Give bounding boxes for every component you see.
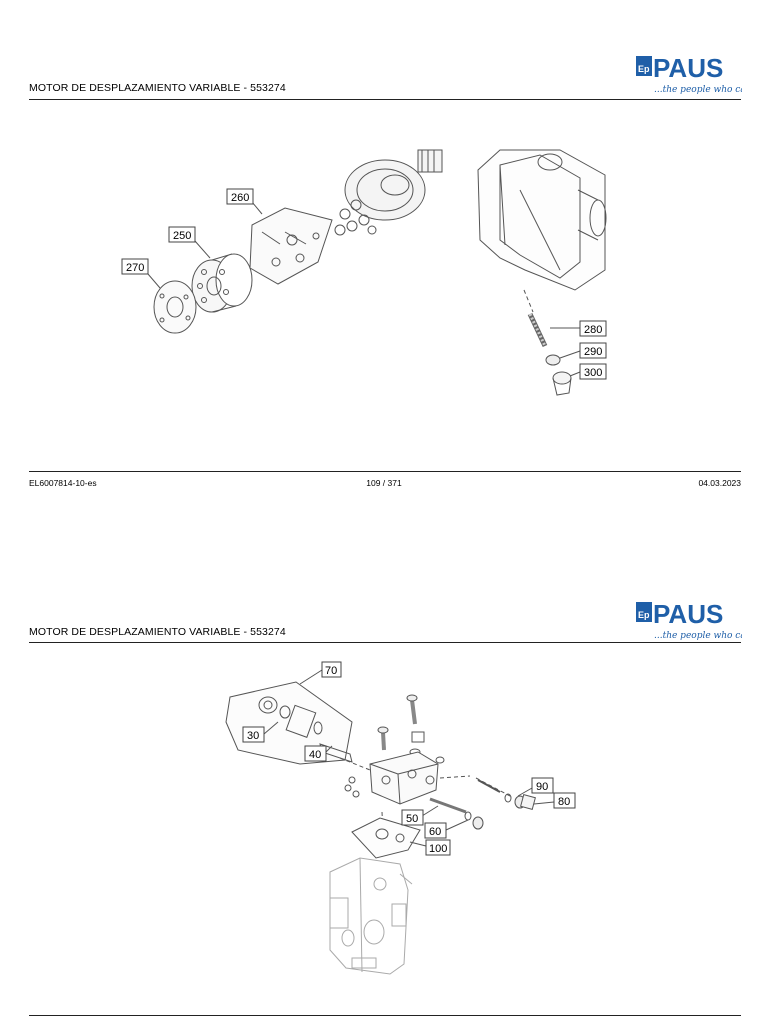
screw-280-drawing bbox=[527, 312, 548, 348]
callout-40: 40 bbox=[304, 745, 327, 762]
page-title: MOTOR DE DESPLAZAMIENTO VARIABLE - 55327… bbox=[29, 82, 286, 94]
logo-tagline: ...the people who care bbox=[654, 85, 742, 95]
svg-text:Ep: Ep bbox=[638, 64, 650, 74]
exploded-diagram-motor-parts: 260 250 270 280 290 300 bbox=[121, 149, 607, 396]
footer-divider bbox=[29, 471, 741, 472]
svg-text:290: 290 bbox=[584, 346, 602, 358]
logo-wordmark: PAUS bbox=[653, 53, 723, 83]
callout-290: 290 bbox=[579, 342, 607, 359]
valve-block-drawing bbox=[369, 751, 439, 805]
callout-90: 90 bbox=[531, 777, 554, 794]
page-number: 109 / 371 bbox=[366, 478, 402, 488]
cylinder-block-250-drawing bbox=[191, 253, 253, 313]
callout-50: 50 bbox=[401, 809, 424, 826]
logo-wordmark: PAUS bbox=[653, 599, 723, 629]
document-id: EL6007814-10-es bbox=[29, 478, 97, 488]
svg-text:70: 70 bbox=[325, 665, 337, 677]
callout-280: 280 bbox=[579, 320, 607, 337]
paus-logo: Ep PAUS ...the people who care bbox=[636, 599, 742, 641]
callout-260: 260 bbox=[226, 188, 254, 205]
svg-text:40: 40 bbox=[309, 749, 321, 761]
callout-270: 270 bbox=[121, 258, 149, 275]
callout-80: 80 bbox=[553, 792, 576, 809]
callout-300: 300 bbox=[579, 363, 607, 380]
valve-plate-260-drawing bbox=[249, 207, 333, 285]
page-title: MOTOR DE DESPLAZAMIENTO VARIABLE - 55327… bbox=[29, 626, 286, 638]
callout-60: 60 bbox=[424, 822, 447, 839]
callout-100: 100 bbox=[425, 839, 451, 856]
catalog-page-2: Ep PAUS ...the people who care MOTOR DE … bbox=[0, 512, 768, 1024]
callout-250: 250 bbox=[168, 226, 196, 243]
svg-text:90: 90 bbox=[536, 781, 548, 793]
catalog-page-1: Ep PAUS ...the people who care MOTOR DE … bbox=[29, 53, 742, 488]
nut-290-drawing bbox=[545, 354, 561, 366]
svg-text:50: 50 bbox=[406, 813, 418, 825]
logo-tagline: ...the people who care bbox=[654, 631, 742, 641]
header-divider bbox=[29, 99, 741, 100]
rotating-group-drawing bbox=[334, 149, 443, 236]
header-divider bbox=[29, 642, 741, 643]
exploded-diagram-control-valve: 70 30 40 90 80 50 60 100 bbox=[225, 661, 576, 975]
svg-text:270: 270 bbox=[126, 262, 144, 274]
callout-30: 30 bbox=[242, 726, 265, 743]
svg-text:60: 60 bbox=[429, 826, 441, 838]
svg-text:Ep: Ep bbox=[638, 610, 650, 620]
port-plate-270-drawing bbox=[153, 280, 197, 334]
cap-300-drawing bbox=[552, 371, 572, 396]
pump-housing-drawing bbox=[329, 857, 413, 975]
footer-divider bbox=[29, 1015, 741, 1016]
svg-text:250: 250 bbox=[173, 230, 191, 242]
svg-text:300: 300 bbox=[584, 367, 602, 379]
motor-housing-drawing bbox=[477, 149, 607, 291]
svg-text:100: 100 bbox=[429, 843, 447, 855]
callout-70: 70 bbox=[321, 661, 342, 678]
svg-text:30: 30 bbox=[247, 730, 259, 742]
paus-logo: Ep PAUS ...the people who care bbox=[636, 53, 742, 95]
svg-text:80: 80 bbox=[558, 796, 570, 808]
svg-text:280: 280 bbox=[584, 324, 602, 336]
document-date: 04.03.2023 bbox=[698, 478, 741, 488]
svg-text:260: 260 bbox=[231, 192, 249, 204]
